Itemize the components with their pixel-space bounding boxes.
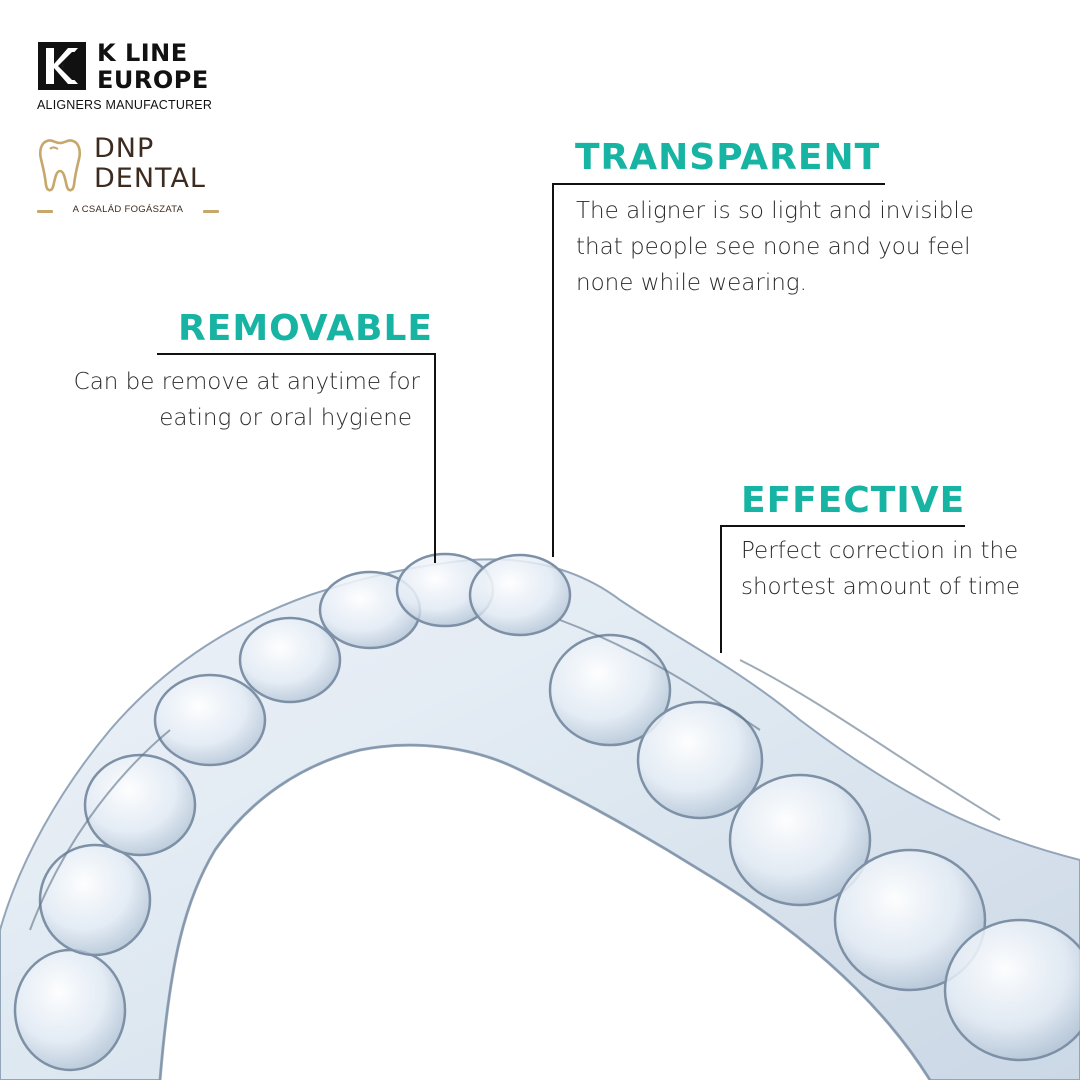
- dnp-divider-left: [37, 210, 53, 213]
- dnp-name-line1: DNP: [94, 133, 155, 164]
- removable-description: Can be remove at anytime for eating or o…: [60, 364, 420, 436]
- transparent-description: The aligner is so light and invisible th…: [576, 193, 974, 301]
- dnp-tagline-row: A CSALÁD FOGÁSZATA: [37, 203, 219, 219]
- transparent-leader-line: [552, 183, 554, 557]
- removable-line-1: Can be remove at anytime for: [73, 369, 420, 395]
- transparent-heading: TRANSPARENT: [575, 137, 881, 178]
- effective-line-1: Perfect correction in the: [741, 538, 1019, 564]
- kline-logo-icon: [38, 42, 86, 90]
- transparent-line-2: that people see none and you feel: [576, 234, 971, 260]
- effective-line-2: shortest amount of time: [741, 574, 1021, 600]
- dnp-divider-right: [203, 210, 219, 213]
- tooth-logo-icon: [38, 139, 82, 192]
- transparent-line-1: The aligner is so light and invisible: [576, 198, 974, 224]
- dnp-name-line2: DENTAL: [94, 163, 206, 194]
- effective-leader-line: [720, 525, 722, 653]
- removable-heading: REMOVABLE: [178, 308, 434, 349]
- removable-rule: [157, 353, 436, 355]
- kline-brand-name: K LINE EUROPE: [97, 40, 247, 94]
- kline-name-line1: K LINE: [97, 39, 188, 67]
- removable-line-2: eating or oral hygiene: [159, 405, 412, 431]
- dnp-brand-name: DNP DENTAL: [94, 134, 206, 194]
- transparent-line-3: none while wearing.: [576, 270, 807, 296]
- effective-description: Perfect correction in the shortest amoun…: [741, 533, 1020, 605]
- dnp-tagline: A CSALÁD FOGÁSZATA: [72, 204, 184, 215]
- kline-tagline: ALIGNERS MANUFACTURER: [37, 98, 213, 112]
- transparent-rule: [552, 183, 885, 185]
- kline-name-line2: EUROPE: [97, 66, 209, 94]
- effective-rule: [720, 525, 965, 527]
- removable-leader-line: [434, 353, 436, 563]
- effective-heading: EFFECTIVE: [741, 480, 966, 521]
